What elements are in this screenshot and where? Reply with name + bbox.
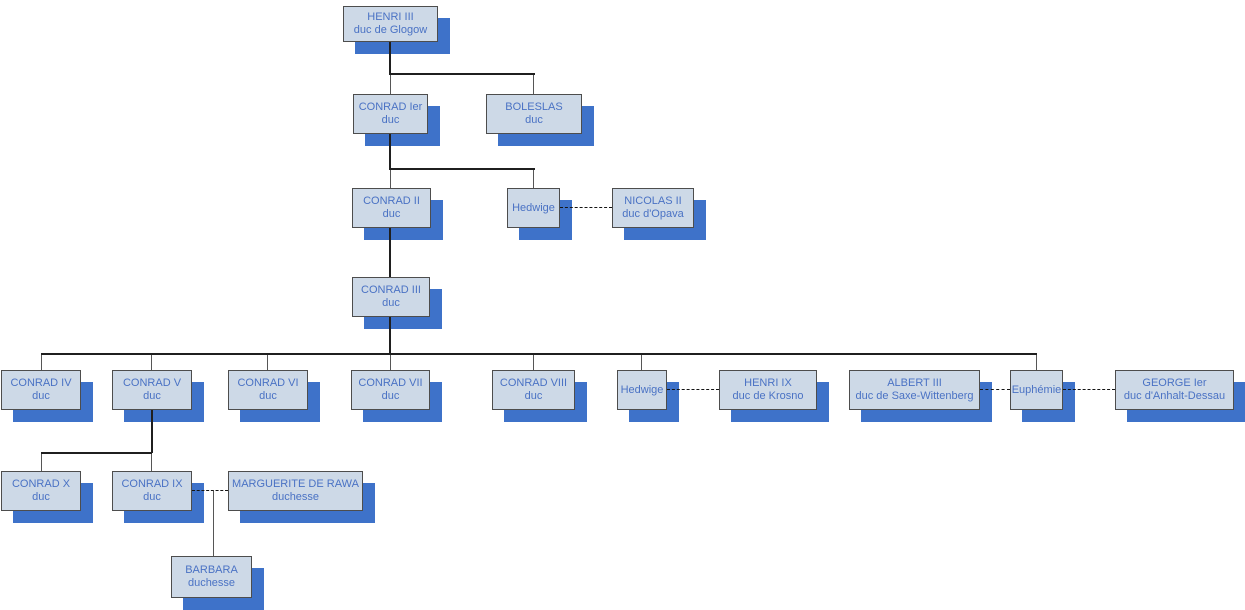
person-title: duc — [143, 491, 161, 503]
person-name: BARBARA — [185, 564, 238, 576]
person-name: CONRAD Ier — [358, 101, 423, 113]
person-name: ALBERT III — [887, 377, 942, 389]
connector-line — [389, 228, 391, 277]
connector-line — [389, 317, 391, 354]
connector-line — [389, 134, 391, 169]
person-name: CONRAD IV — [10, 377, 72, 389]
node-hedwige-1: Hedwige — [507, 188, 560, 228]
connector-line — [389, 168, 535, 170]
node-conrad-vii: CONRAD VII duc — [351, 370, 430, 410]
person-name: CONRAD VIII — [499, 377, 568, 389]
connector-drop — [213, 491, 214, 556]
node-boleslas: BOLESLAS duc — [486, 94, 582, 134]
connector-line — [389, 73, 535, 75]
node-nicolas-ii: NICOLAS II duc d'Opava — [612, 188, 694, 228]
person-title: duc — [382, 208, 401, 220]
person-name: CONRAD VII — [358, 377, 423, 389]
person-name: CONRAD II — [363, 195, 420, 207]
connector-drop — [390, 75, 391, 94]
person-title: duc d'Opava — [622, 208, 684, 220]
person-name: NICOLAS II — [624, 195, 682, 207]
connector-line — [41, 353, 1037, 355]
connector-drop — [533, 170, 534, 188]
marriage-line — [192, 490, 228, 491]
node-barbara: BARBARA duchesse — [171, 556, 252, 598]
connector-line — [151, 410, 153, 453]
person-title: duc — [382, 297, 400, 309]
connector-drop — [151, 355, 152, 370]
person-title: duc de Saxe-Wittenberg — [855, 390, 974, 402]
person-title: duc — [32, 491, 50, 503]
node-henri-iii: HENRI III duc de Glogow — [343, 6, 438, 42]
person-title: duc — [381, 390, 400, 402]
node-conrad-ier: CONRAD Ier duc — [353, 94, 428, 134]
node-conrad-viii: CONRAD VIII duc — [492, 370, 575, 410]
person-title: duchesse — [271, 491, 320, 503]
person-name: CONRAD III — [361, 284, 421, 296]
person-title: duc — [259, 390, 277, 402]
person-title: duc — [524, 390, 543, 402]
person-name: MARGUERITE DE RAWA — [232, 478, 359, 490]
person-name: BOLESLAS — [505, 101, 563, 113]
connector-drop — [267, 355, 268, 370]
person-name: CONRAD V — [122, 377, 182, 389]
marriage-line — [1063, 389, 1115, 390]
person-title: duc de Glogow — [353, 24, 428, 36]
person-title: duc — [32, 390, 50, 402]
marriage-line — [667, 389, 719, 390]
person-name: CONRAD IX — [121, 478, 183, 490]
connector-drop — [41, 355, 42, 370]
node-conrad-ix: CONRAD IX duc — [112, 471, 192, 511]
node-hedwige-2: Hedwige — [617, 370, 667, 410]
person-name: Hedwige — [620, 383, 664, 396]
connector-drop — [641, 355, 642, 370]
node-henri-ix: HENRI IX duc de Krosno — [719, 370, 817, 410]
node-euphemie: Euphémie — [1010, 370, 1063, 410]
person-name: Euphémie — [1011, 383, 1062, 396]
node-conrad-iv: CONRAD IV duc — [1, 370, 81, 410]
connector-drop — [151, 454, 152, 471]
node-albert-iii: ALBERT III duc de Saxe-Wittenberg — [849, 370, 980, 410]
person-name: CONRAD VI — [237, 377, 299, 389]
node-conrad-x: CONRAD X duc — [1, 471, 81, 511]
connector-drop — [533, 75, 534, 94]
marriage-line — [560, 207, 612, 208]
node-conrad-vi: CONRAD VI duc — [228, 370, 308, 410]
person-name: HENRI IX — [744, 377, 792, 389]
person-title: duc — [381, 114, 400, 126]
connector-drop — [390, 355, 391, 370]
node-george-ier: GEORGE Ier duc d'Anhalt-Dessau — [1115, 370, 1234, 410]
connector-drop — [41, 454, 42, 471]
person-name: HENRI III — [367, 11, 414, 23]
connector-drop — [533, 355, 534, 370]
node-conrad-v: CONRAD V duc — [112, 370, 192, 410]
connector-line — [41, 452, 152, 454]
node-marguerite: MARGUERITE DE RAWA duchesse — [228, 471, 363, 511]
person-title: duchesse — [187, 577, 236, 589]
person-name: CONRAD X — [11, 478, 71, 490]
node-conrad-iii: CONRAD III duc — [352, 277, 430, 317]
connector-drop — [390, 170, 391, 188]
person-name: Hedwige — [512, 201, 555, 214]
person-title: duc — [525, 114, 543, 126]
marriage-line — [980, 389, 1010, 390]
person-name: GEORGE Ier — [1142, 377, 1207, 389]
connector-drop — [1036, 355, 1037, 370]
connector-line — [389, 42, 391, 74]
person-title: duc d'Anhalt-Dessau — [1123, 390, 1226, 402]
person-title: duc de Krosno — [732, 390, 804, 402]
person-title: duc — [143, 390, 161, 402]
node-conrad-ii: CONRAD II duc — [352, 188, 431, 228]
